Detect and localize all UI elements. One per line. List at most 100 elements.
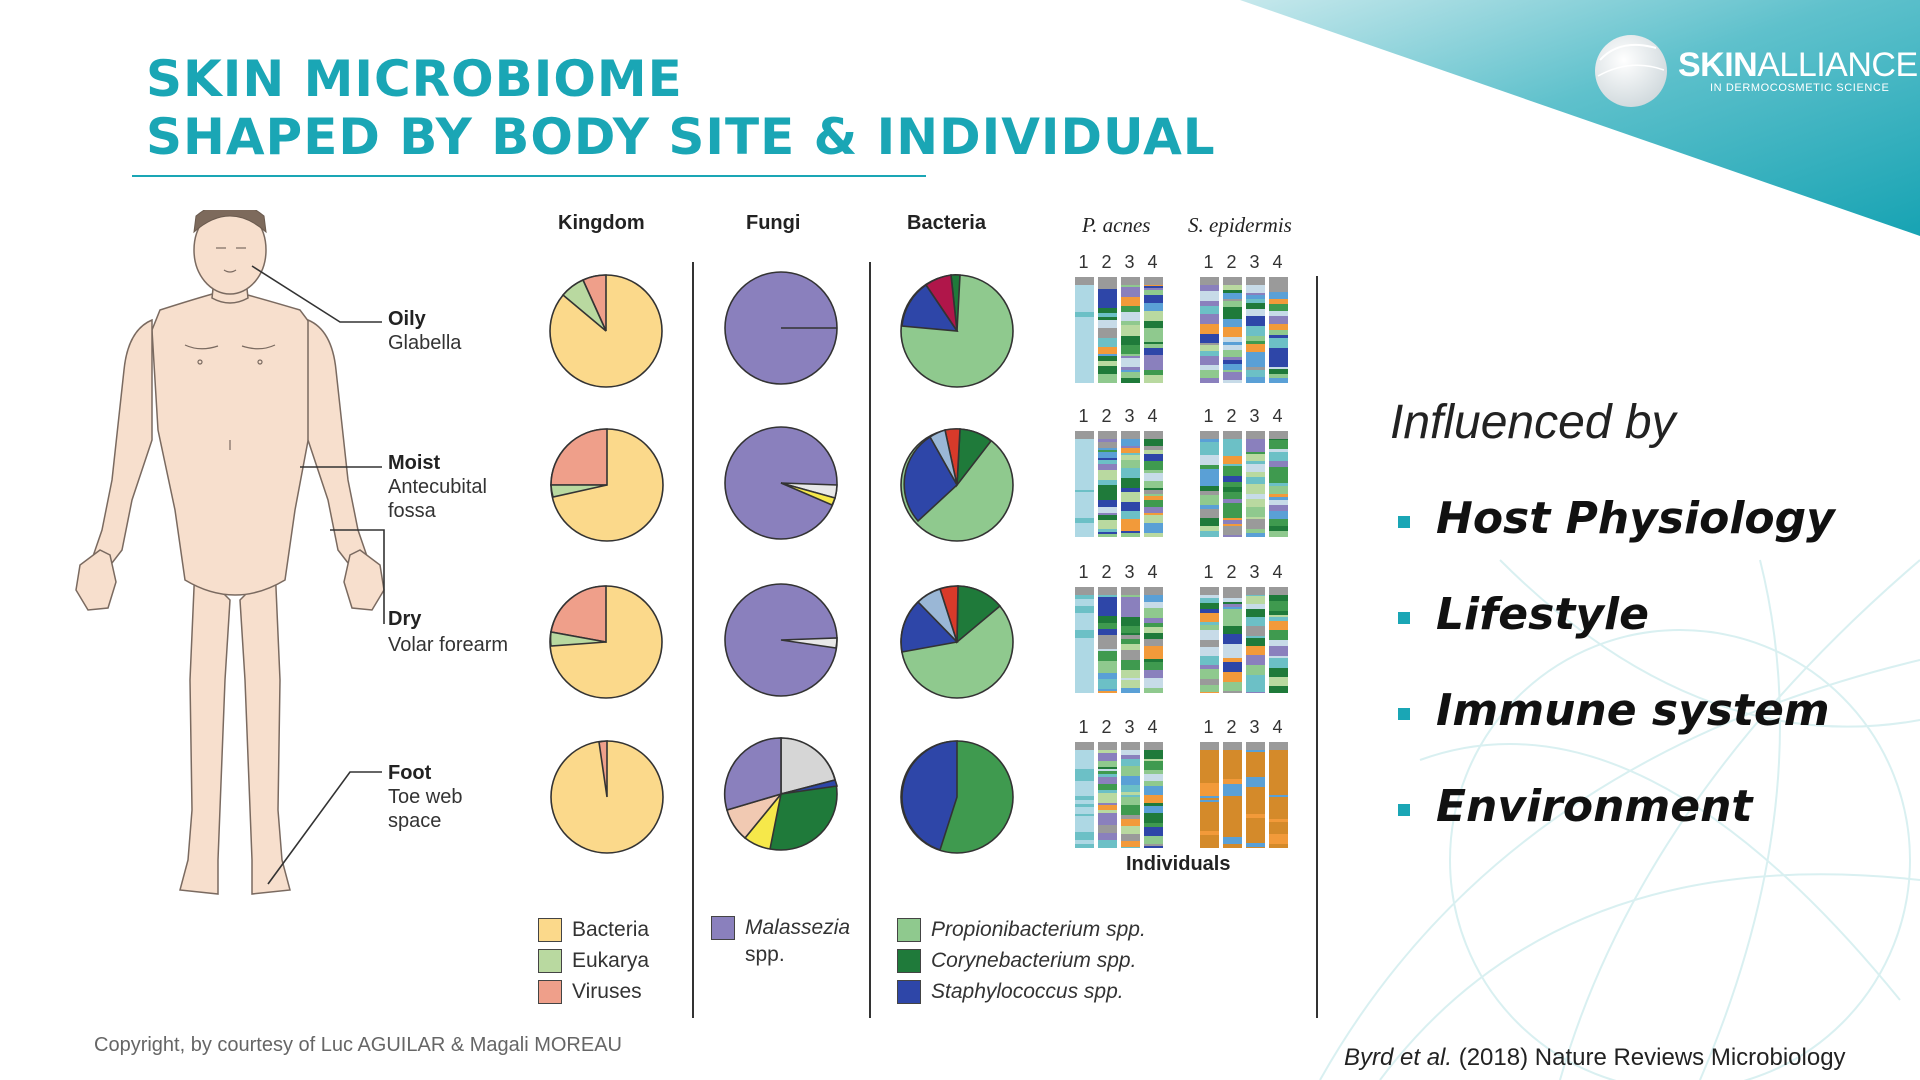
strain-bar-segment — [1121, 795, 1140, 797]
strain-bar-segment — [1075, 655, 1094, 657]
strain-bar-segment — [1200, 365, 1219, 370]
strain-bar-segment — [1246, 596, 1265, 604]
strain-bar-segment — [1246, 472, 1265, 477]
strain-bar-segment — [1121, 526, 1140, 531]
copyright-note: Copyright, by courtesy of Luc AGUILAR & … — [94, 1034, 622, 1056]
strain-bar-segment — [1223, 784, 1242, 786]
strain-bar-segment — [1098, 629, 1117, 635]
strain-bar-segment — [1246, 299, 1265, 303]
strain-bar-segment — [1269, 348, 1288, 358]
strain-bar-segment — [1200, 526, 1219, 531]
strain-bar-segment — [1269, 630, 1288, 640]
strain-bar-segment — [1246, 809, 1265, 814]
strain-bar-segment — [1223, 337, 1242, 342]
strain-bar-segment — [1200, 356, 1219, 365]
strain-bar-segment — [1098, 689, 1117, 691]
strain-bar-segment — [1098, 328, 1117, 338]
strain-bar-segment — [1269, 795, 1288, 797]
strain-bar-cap — [1075, 587, 1094, 595]
pie-kingdom-moist — [550, 428, 664, 542]
strain-bar-segment — [1121, 533, 1140, 537]
strain-bar-segment — [1121, 650, 1140, 654]
title-line-2: SHAPED BY BODY SITE & INDIVIDUAL — [146, 108, 1216, 166]
strain-bar-segment — [1098, 810, 1117, 813]
strain-bar-segment — [1098, 777, 1117, 784]
strain-bar-segment — [1223, 447, 1242, 456]
strain-bar-segment — [1075, 844, 1094, 848]
strain-bar-segment — [1098, 805, 1117, 810]
strain-bar-segment — [1223, 759, 1242, 769]
strain-bar-segment — [1223, 508, 1242, 516]
strain-bar-segment — [1223, 617, 1242, 626]
strain-bar-segment — [1121, 336, 1140, 345]
strain-bar-segment — [1269, 671, 1288, 677]
strain-bar-segment — [1200, 531, 1219, 537]
strain-bar-segment — [1098, 458, 1117, 460]
strain-bar-segment — [1200, 351, 1219, 356]
strain-bar-segment — [1121, 749, 1140, 755]
strain-bar-segment — [1075, 630, 1094, 638]
strain-bar-segment — [1200, 665, 1219, 669]
strain-bar-segment — [1200, 756, 1219, 764]
strain-bar-segment — [1098, 767, 1117, 769]
strain-bar-segment — [1144, 659, 1163, 662]
strain-bar-segment — [1269, 686, 1288, 693]
strain-bar-segment — [1269, 531, 1288, 537]
strain-bar-segment — [1098, 840, 1117, 848]
strain-bar-segment — [1200, 796, 1219, 798]
strain-bar-segment — [1269, 358, 1288, 367]
strain-bar-segment — [1121, 644, 1140, 650]
strain-bar-segment — [1144, 678, 1163, 688]
strain-bar-segment — [1144, 288, 1163, 290]
strain-bar-segment — [1144, 454, 1163, 461]
strain-bar-segment — [1121, 785, 1140, 792]
strain-bar-segment — [1121, 306, 1140, 312]
strain-bar-segment — [1200, 306, 1219, 314]
strain-bar-cap — [1075, 742, 1094, 750]
pearl-logo-icon — [1595, 35, 1667, 107]
strain-bar-segment — [1223, 290, 1242, 293]
site-3-type: Dry — [388, 608, 422, 630]
strain-bar-segment — [1223, 644, 1242, 652]
strain-bar-cap — [1246, 587, 1265, 595]
strain-bar-segment — [1144, 761, 1163, 770]
strain-bar-segment — [1269, 500, 1288, 505]
strain-bar-segment — [1200, 334, 1219, 343]
strain-bar-segment — [1200, 669, 1219, 679]
strain-bar-segment — [1200, 640, 1219, 647]
strain-bar-segment — [1246, 797, 1265, 802]
strain-bar-segment — [1075, 354, 1094, 363]
strain-bar-segment — [1269, 338, 1288, 348]
strain-bar-segment — [1098, 641, 1117, 649]
strain-bar-segment — [1223, 518, 1242, 520]
strain-bar-segment — [1098, 313, 1117, 317]
strain-bar-cap — [1144, 277, 1163, 285]
strain-bar-segment — [1223, 595, 1242, 598]
strain-bar-segment — [1223, 774, 1242, 779]
strain-bar-segment — [1098, 616, 1117, 623]
strain-bar-segment — [1098, 366, 1117, 374]
strain-bar-segment — [1144, 836, 1163, 841]
strain-bar-segment — [1075, 781, 1094, 785]
strain-bar-segment — [1223, 370, 1242, 372]
strain-bar-segment — [1144, 342, 1163, 344]
strain-bar-segment — [1075, 662, 1094, 666]
strain-bar-segment — [1246, 806, 1265, 809]
strain-bar-segment — [1223, 779, 1242, 784]
strain-bar-cap — [1200, 431, 1219, 439]
strain-bar-segment — [1098, 320, 1117, 328]
strain-bar-segment — [1246, 344, 1265, 352]
strain-bar-segment — [1121, 847, 1140, 848]
strain-bar-segment — [1121, 792, 1140, 795]
strain-bar-segment — [1200, 835, 1219, 841]
strain-bar-segment — [1200, 518, 1219, 526]
strain-bar-segment — [1144, 648, 1163, 657]
strain-bar-segment — [1144, 481, 1163, 488]
strain-bar-segment — [1223, 350, 1242, 357]
strain-bar-segment — [1269, 844, 1288, 847]
strain-bar-segment — [1121, 797, 1140, 805]
strain-bar-segment — [1269, 792, 1288, 795]
strain-bar-segment — [1269, 805, 1288, 812]
pie-kingdom-dry — [549, 585, 663, 699]
strain-bar-segment — [1200, 798, 1219, 800]
